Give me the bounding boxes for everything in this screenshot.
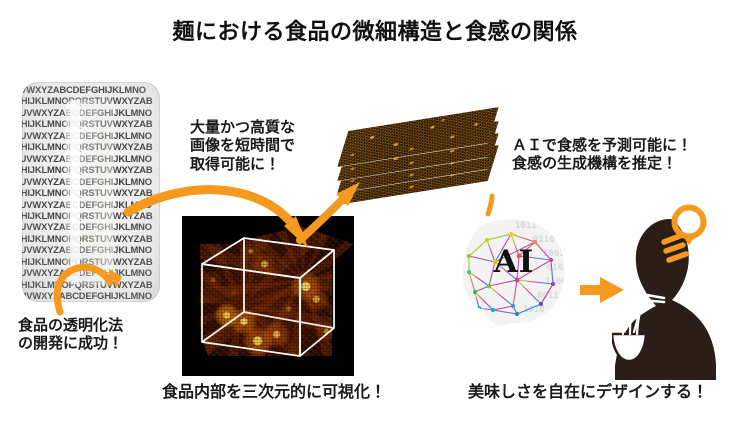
person-eating-noodles-figure (610, 214, 740, 380)
callout-clearing: 食品の透明化法 の開発に成功！ (18, 316, 124, 353)
svg-text:1100: 1100 (545, 277, 567, 287)
cleared-noodle-specimen (66, 99, 114, 285)
noodle-eater-silhouette-icon (610, 219, 716, 380)
3d-volume-rendering-figure (182, 216, 354, 376)
svg-text:1010: 1010 (523, 305, 545, 315)
svg-text:0101: 0101 (547, 263, 569, 273)
cube-wireframe-icon (182, 216, 354, 376)
callout-acquire: 大量かつ高質な 画像を短時間で 取得可能に！ (190, 118, 296, 173)
image-slice-stack-figure (337, 106, 514, 205)
sample-plate: TUVWXYZABCDEFGHIJKLMNOFGHIJKLMNOPQRSTUVW… (22, 82, 160, 302)
page-title: 麺における食品の微細構造と食感の関係 (172, 20, 578, 45)
svg-text:0110: 0110 (533, 235, 555, 245)
svg-text:01: 01 (461, 229, 472, 239)
callout-ai-prediction: ＡＩで食感を予測可能に！ 食感の生成機構を推定！ (512, 136, 693, 173)
caption-design: 美味しさを自在にデザインする！ (468, 382, 709, 401)
alphabet-row: TUVWXYZABCDEFGHIJKLMNO (22, 84, 146, 95)
svg-text:1001: 1001 (543, 249, 565, 259)
ai-brain-figure: 1011 0110 1001 0101 1100 0011 1010 01 10 (455, 216, 573, 334)
ai-label: AI (493, 244, 535, 280)
svg-text:1011: 1011 (515, 221, 537, 231)
svg-text:0011: 0011 (537, 291, 559, 301)
caption-visualize: 食品内部を三次元的に可視化！ (162, 382, 387, 401)
transparent-food-sample-figure: TUVWXYZABCDEFGHIJKLMNOFGHIJKLMNOPQRSTUVW… (22, 82, 160, 302)
brain-network-icon: 1011 0110 1001 0101 1100 0011 1010 01 10 (461, 219, 569, 326)
alphabet-row: STUVWXYZABCDEFGHIJKLMNO (22, 290, 152, 300)
